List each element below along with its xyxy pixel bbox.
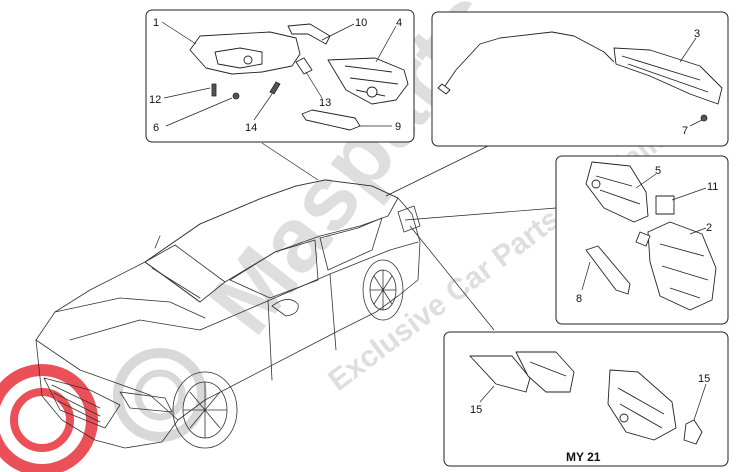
part-15-lens-left [469, 355, 531, 393]
callout-13: 13 [319, 97, 331, 109]
callout-12: 12 [149, 94, 161, 106]
part-13-clip [295, 57, 313, 75]
car-illustration [35, 179, 421, 449]
callout-2: 2 [706, 222, 712, 234]
callout-9: 9 [395, 121, 401, 133]
part-2-rear-lamp [647, 221, 717, 311]
part-7-fastener [700, 114, 708, 122]
callout-11: 11 [707, 181, 718, 193]
part-15-gasket-right [683, 419, 703, 445]
lamp-assembly-bottom [607, 369, 677, 441]
part-11-gasket [655, 195, 675, 215]
callout-6: 6 [153, 122, 159, 134]
part-10-trim [287, 23, 331, 45]
part-8-strip [585, 245, 631, 295]
part-14-bolt [269, 81, 281, 95]
callout-5: 5 [655, 165, 661, 177]
callout-3: 3 [694, 28, 700, 40]
callout-14: 14 [245, 122, 257, 134]
variant-label: MY 21 [566, 450, 601, 464]
callout-1: 1 [153, 17, 159, 29]
callout-15-right: 15 [698, 373, 710, 385]
callout-15-left: 15 [470, 404, 482, 416]
part-4-light [327, 57, 409, 105]
part-12-screw [211, 83, 217, 97]
part-6-nut [232, 92, 240, 100]
panel-mid-right: 5 11 2 8 [555, 155, 729, 325]
callout-8: 8 [576, 293, 582, 305]
callout-4: 4 [396, 17, 402, 29]
panel-bottom-right: 15 15 MY 21 [443, 331, 729, 467]
callout-7: 7 [682, 125, 688, 137]
callout-10: 10 [355, 17, 367, 29]
panel-leader-lines [261, 142, 557, 331]
panel-top-left: 1 10 4 12 13 6 14 9 [145, 9, 415, 143]
wiring-harness [444, 31, 615, 87]
watermark-logo-icon [0, 348, 207, 472]
panel-top-right: 3 7 [431, 11, 729, 147]
part-5-inner-lamp [585, 161, 649, 223]
